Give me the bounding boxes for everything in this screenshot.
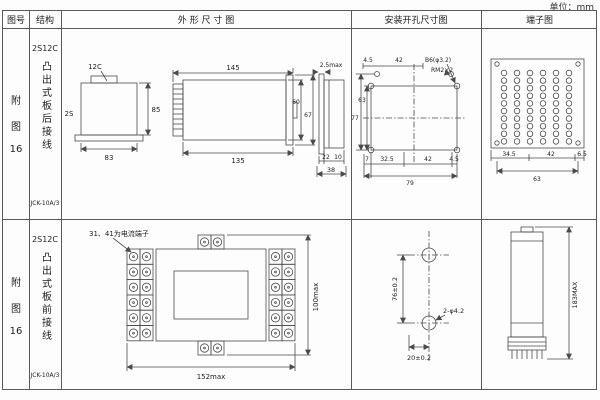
row2-structure: 2S12C 凸出式板前接线 JCK-10A/3 [29, 219, 61, 391]
type-code: JCK-10A/3 [30, 372, 60, 379]
terminal-dim-labels: 34.5 42 6.5 63 [502, 151, 587, 183]
label-2-phi4-2: 2-φ4.2 [443, 307, 464, 315]
dim-79: 79 [406, 180, 414, 187]
dim-22: 22 [322, 154, 330, 161]
type-code: JCK-10A/3 [30, 200, 60, 207]
label-thread-rm2: RM2×2 [431, 67, 453, 74]
row1-structure: 2S12C 凸出式板后接线 JCK-10A/3 [29, 28, 61, 219]
dim-67: 67 [304, 112, 312, 119]
dim-60: 60 [292, 99, 300, 106]
dim-76: 76±0.2 [391, 277, 399, 301]
terminal-board [490, 58, 585, 174]
row1-fig-no: 附 图 16 [3, 28, 29, 219]
model-code: 2S12C [32, 235, 58, 244]
terminal2-labels: 183MAX [571, 281, 579, 308]
label-12c: 12C [88, 63, 102, 71]
fig-char: 图 [11, 303, 21, 315]
dim-77: 77 [351, 115, 359, 122]
structure-text: 凸出式板后接线 [39, 61, 51, 152]
dim-10: 10 [334, 154, 342, 161]
header-fig-no: 图号 [6, 16, 25, 26]
header-outline: 外 形 尺 寸 图 [177, 16, 235, 26]
outline2-labels: 31、41为电流端子 152max 100max [89, 229, 320, 381]
row2-fig-no: 附 图 16 [3, 219, 29, 391]
dim-4-5-top: 4.5 [363, 57, 373, 64]
label-2s: 2S [65, 110, 74, 118]
grid-vline [351, 11, 352, 389]
header-structure: 结构 [35, 16, 54, 26]
side-profile [507, 226, 573, 360]
fig-char: 附 [11, 96, 21, 107]
dim-42-bottom: 42 [424, 156, 432, 163]
hole-pattern [397, 231, 449, 361]
unit-label: 单位：mm [549, 3, 594, 13]
dim-32-5: 32.5 [380, 156, 394, 163]
fig-number: 16 [9, 144, 23, 155]
terminal-drawing-front-wiring: 183MAX [507, 226, 579, 360]
dim-7: 7 [365, 156, 369, 163]
front-view [74, 70, 151, 152]
install-drawing-rear-wiring: 4.5 42 B6(φ3.2) RM2×2 77 63 7 32.5 42 4.… [351, 57, 465, 187]
dim-83: 83 [105, 154, 114, 162]
header-terminal: 端子图 [525, 16, 553, 26]
dim-63: 63 [358, 97, 366, 104]
dim-20: 20±0.2 [407, 354, 431, 362]
header-install: 安装开孔尺寸图 [384, 16, 448, 26]
dim-34-5: 34.5 [502, 151, 516, 158]
label-hole-b6: B6(φ3.2) [425, 57, 451, 64]
cutout-view [356, 63, 465, 179]
install2-labels: 76±0.2 2-φ4.2 20±0.2 [391, 277, 464, 362]
dim-135: 135 [231, 157, 244, 165]
grid-hline-header [3, 28, 596, 29]
terminal-drawing-rear-wiring: 34.5 42 6.5 63 [490, 58, 587, 183]
terminal-grid [500, 69, 573, 145]
grid-hline-rowsep [3, 219, 596, 220]
grid-vline [61, 11, 62, 389]
end-view [312, 69, 347, 177]
spec-table: 图号 结构 外 形 尺 寸 图 安装开孔尺寸图 端子图 附 图 16 2S12C… [2, 10, 597, 390]
dim-63: 63 [533, 176, 541, 183]
install-dim-labels: 4.5 42 B6(φ3.2) RM2×2 77 63 7 32.5 42 4.… [351, 57, 459, 187]
note-current-terminals: 31、41为电流端子 [89, 229, 149, 238]
side-view [172, 68, 316, 156]
dim-6-5: 6.5 [577, 151, 587, 158]
dim-152max: 152max [197, 373, 226, 381]
dim-2-5max: 2.5max [320, 62, 343, 69]
install-drawing-front-wiring: 76±0.2 2-φ4.2 20±0.2 [391, 231, 464, 362]
fig-number: 16 [9, 325, 23, 337]
dim-38: 38 [327, 166, 335, 174]
model-code: 2S12C [32, 44, 58, 53]
dim-100max: 100max [312, 283, 320, 312]
outline-dim-labels: 12C 2S 83 85 145 135 60 67 2.5max 22 10 … [65, 62, 343, 174]
dim-42: 42 [547, 151, 555, 158]
dim-85: 85 [152, 106, 161, 114]
outline-drawing-rear-wiring: 12C 2S 83 85 145 135 60 67 2.5max 22 10 … [65, 62, 347, 177]
grid-vline [481, 11, 482, 389]
dim-42-top: 42 [395, 57, 403, 64]
grid-vline [29, 11, 30, 389]
outline-drawing-front-wiring: 31、41为电流端子 152max 100max [89, 229, 320, 381]
structure-text: 凸出式板前接线 [39, 252, 51, 343]
front-view [112, 234, 311, 371]
dim-145: 145 [226, 64, 239, 72]
dim-4-5-bottom: 4.5 [449, 156, 459, 163]
terminal-blocks [126, 234, 296, 356]
fig-char: 附 [11, 277, 21, 289]
fig-char: 图 [11, 122, 21, 133]
dim-183max: 183MAX [571, 281, 579, 308]
